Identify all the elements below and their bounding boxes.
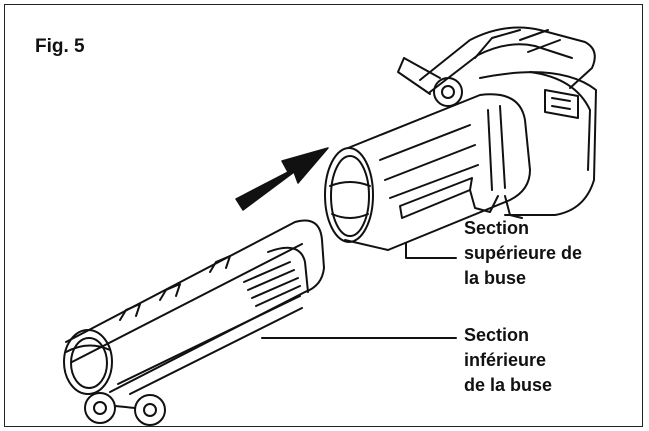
leader-line-upper	[405, 242, 457, 259]
lower-nozzle-section	[63, 219, 325, 426]
wheel-left	[84, 392, 116, 424]
figure-label: Fig. 5	[35, 36, 85, 57]
callout-upper-line-3: la buse	[464, 268, 527, 288]
callout-lower-line-2: inférieure	[464, 350, 547, 370]
callout-lower-line-1: Section	[464, 325, 530, 345]
callout-upper-line-1: Section	[464, 218, 530, 238]
callout-lower-line-3: de la buse	[464, 375, 553, 395]
callout-upper-nozzle: Section supérieure de la buse	[464, 216, 582, 291]
wheel-right	[134, 394, 166, 426]
assembly-arrow-icon	[235, 147, 329, 211]
callout-upper-line-2: supérieure de	[464, 243, 583, 263]
blower-body	[324, 26, 597, 251]
callout-lower-nozzle: Section inférieure de la buse	[464, 323, 552, 398]
